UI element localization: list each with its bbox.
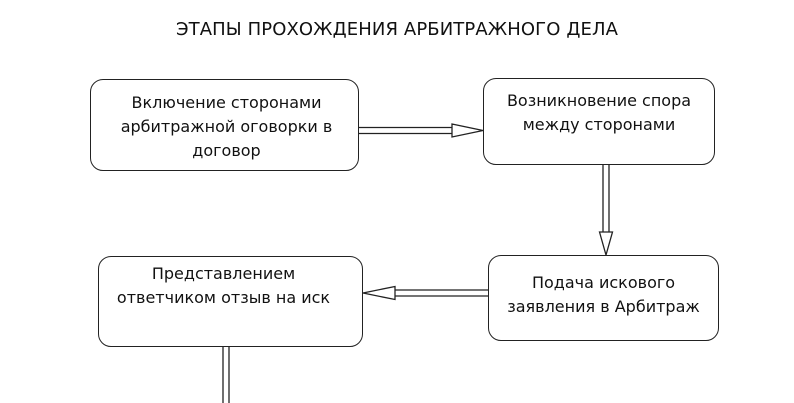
diagram-title: ЭТАПЫ ПРОХОЖДЕНИЯ АРБИТРАЖНОГО ДЕЛА [175, 19, 618, 40]
step-label: Представлением ответчиком отзыв на иск [116, 264, 331, 307]
arrow-box2-to-filing [598, 165, 614, 258]
arrow-box1-to-box2 [359, 123, 484, 138]
step-box-claim-filing: Подача искового заявления в Арбитраж [488, 255, 719, 341]
step-label: Включение сторонами арбитражной оговорки… [120, 93, 333, 160]
step-box-arbitration-clause: Включение сторонами арбитражной оговорки… [90, 79, 359, 171]
arrow-filing-to-response [362, 285, 488, 301]
step-label: Подача искового заявления в Арбитраж [507, 273, 700, 316]
step-label: Возникновение спора между сторонами [506, 91, 692, 134]
step-box-dispute-arises: Возникновение спора между сторонами [483, 78, 715, 165]
continuation-line-down [222, 347, 230, 403]
step-box-defendant-response: Представлением ответчиком отзыв на иск [98, 256, 363, 347]
